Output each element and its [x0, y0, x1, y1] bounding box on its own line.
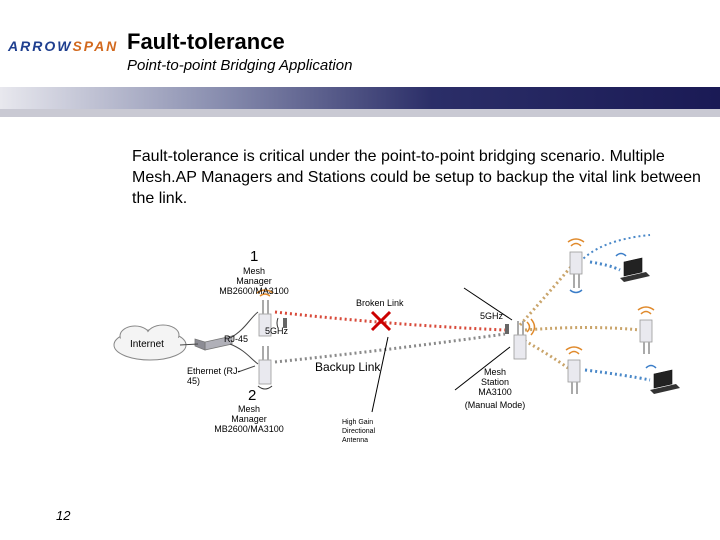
mesh-station-label-line3: MA3100 [478, 387, 512, 397]
arrowspan-logo: ARROWSPAN [8, 38, 118, 54]
manager-1-number: 1 [250, 248, 259, 265]
mesh-manager-2-ap-icon [257, 346, 273, 390]
mesh-station-label: Mesh Station MA3100 (Manual Mode) [455, 367, 535, 410]
manager-2-label-line3: MB2600/MA3100 [214, 424, 284, 434]
mesh-manager-1-ap-icon [256, 289, 274, 337]
manager-2-label-line1: Mesh [237, 404, 260, 414]
manager-2-label: Mesh Manager MB2600/MA3100 [209, 404, 289, 434]
freq-right-label: 5GHz [480, 311, 504, 321]
rj45-label: RJ-45 [224, 334, 249, 344]
link-station-to-top-ap [518, 261, 577, 326]
manager-2-label-line2: Manager [231, 414, 267, 424]
remote-ap-right-icon [637, 306, 655, 354]
backup-link-line [274, 332, 506, 364]
internet-label: Internet [130, 339, 164, 350]
header-banner-strip [0, 109, 720, 117]
slide-title: Fault-tolerance [127, 29, 285, 54]
laptop-lower-icon [645, 364, 680, 394]
freq-left-label: 5GHz [265, 326, 289, 336]
page-number: 12 [56, 508, 71, 523]
station-top-pointer-line [463, 287, 513, 321]
cable-ethernet [237, 365, 256, 373]
ethernet-label-line2: 45) [187, 376, 201, 386]
broken-link-x-icon [370, 310, 392, 332]
backup-link-label: Backup Link [315, 360, 381, 374]
manager-1-label-line1: Mesh [242, 266, 265, 276]
antenna-pointer-line [371, 336, 389, 413]
station-pointer-line [454, 346, 511, 391]
antenna-label-line1: High Gain [342, 419, 374, 426]
cable-internet-router [179, 343, 199, 346]
manager-2-number: 2 [248, 387, 257, 404]
mesh-station-ap-icon [505, 318, 536, 360]
mesh-station-label-line4: (Manual Mode) [464, 400, 526, 410]
link-station-to-lower-ap [519, 336, 569, 370]
manager-1-label-line3: MB2600/MA3100 [219, 286, 289, 296]
antenna-label: High Gain Directional Antenna [342, 418, 375, 445]
internet-cloud-icon [113, 324, 187, 361]
mesh-station-label-line1: Mesh [483, 367, 506, 377]
directional-antenna-icon-1 [276, 317, 287, 329]
ethernet-label-line1: Ethernet (RJ- [187, 366, 241, 376]
cable-router-manager1 [229, 311, 259, 339]
laptop-top-icon [615, 252, 650, 282]
broken-link-line [274, 310, 506, 332]
link-top-ap-mesh [579, 234, 651, 263]
cable-router-manager2 [229, 343, 259, 365]
intro-paragraph: Fault-tolerance is critical under the po… [132, 148, 701, 207]
header-banner [0, 87, 720, 109]
manager-1-label-line2: Manager [236, 276, 272, 286]
antenna-label-line2: Directional [342, 428, 376, 435]
remote-ap-lower-icon [565, 346, 583, 394]
logo-text-primary: ARROW [8, 38, 73, 54]
broken-link-label: Broken Link [356, 298, 404, 308]
link-lower-ap-to-laptop [584, 368, 651, 382]
link-station-to-right-ap [524, 326, 641, 332]
manager-1-label: Mesh Manager MB2600/MA3100 [214, 266, 294, 296]
remote-ap-top-icon [567, 238, 585, 294]
slide-subtitle: Point-to-point Bridging Application [127, 57, 353, 74]
logo-text-accent: SPAN [72, 38, 119, 54]
router-icon [194, 335, 233, 351]
antenna-label-line3: Antenna [342, 437, 369, 444]
ethernet-label: Ethernet (RJ- 45) [187, 366, 241, 386]
mesh-station-label-line2: Station [480, 377, 510, 387]
link-top-ap-to-laptop [589, 260, 621, 272]
